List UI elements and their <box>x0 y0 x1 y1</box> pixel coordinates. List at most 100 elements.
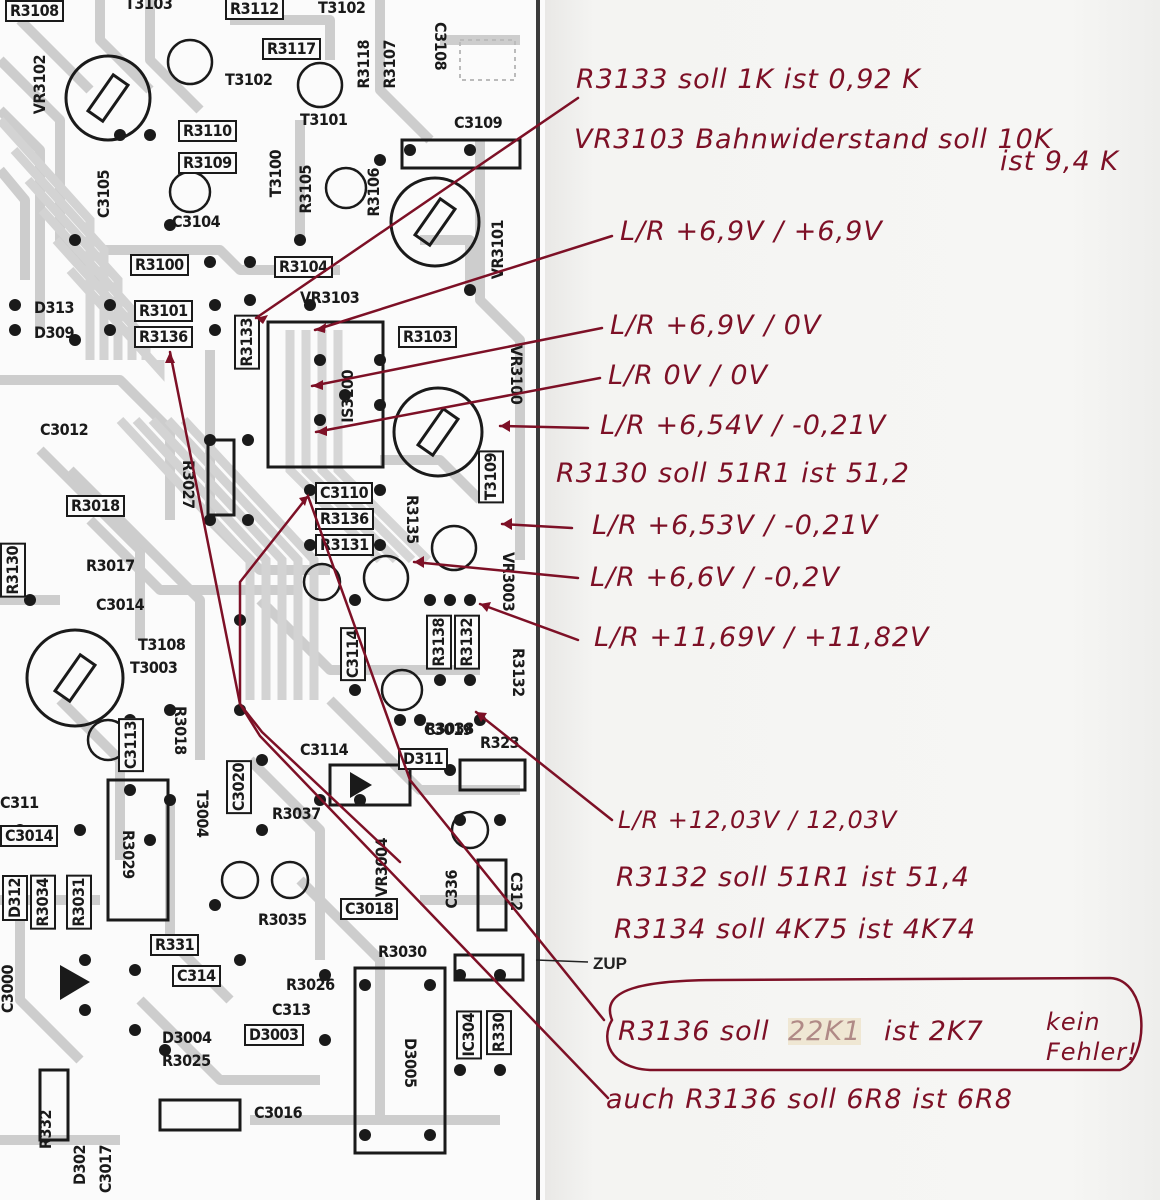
pad-0 <box>114 129 126 141</box>
pad-49 <box>209 899 221 911</box>
cap-c3016-outline <box>38 1068 70 1142</box>
pad-21 <box>304 484 316 496</box>
note-r3132: R3132 soll 51R1 ist 51,4 <box>616 862 970 893</box>
transistor-2 <box>168 170 212 214</box>
component-label: R3018 <box>66 495 125 517</box>
pad-72 <box>9 324 21 336</box>
component-label: R3031 <box>66 875 92 930</box>
bus-a-5 <box>66 266 165 382</box>
component-label: R3037 <box>272 804 321 823</box>
pad-76 <box>209 324 221 336</box>
pad-4 <box>244 256 256 268</box>
diode-d3002-symbol <box>60 965 90 1000</box>
component-label: R332 <box>36 1110 55 1150</box>
component-label: R3136 <box>315 508 374 530</box>
note-measure-1: L/R +6,9V / +6,9V <box>620 216 883 247</box>
bus-a-0 <box>0 116 95 360</box>
component-label: C3017 <box>96 1145 115 1194</box>
pad-38 <box>494 814 506 826</box>
component-label: C3018 <box>340 898 399 920</box>
component-label: R3018 <box>171 706 190 755</box>
trimmer-vr3100-slot <box>415 406 461 458</box>
pad-50 <box>234 954 246 966</box>
component-label: R331 <box>150 934 200 956</box>
component-label: R3104 <box>274 256 333 278</box>
pad-48 <box>144 834 156 846</box>
pad-74 <box>104 324 116 336</box>
pad-29 <box>464 674 476 686</box>
pad-63 <box>129 964 141 976</box>
pad-71 <box>9 299 21 311</box>
pad-3 <box>204 256 216 268</box>
note-vr3103: VR3103 Bahnwiderstand soll 10K <box>574 124 1053 155</box>
note-measure-3: L/R 0V / 0V <box>608 360 769 391</box>
component-label: D313 <box>34 298 75 317</box>
pad-33 <box>349 684 361 696</box>
trimmer-vr3102 <box>64 54 152 142</box>
component-label: VR3003 <box>499 552 518 612</box>
trace-29 <box>95 0 154 94</box>
component-label: C3104 <box>172 212 221 231</box>
transistor-3 <box>324 166 368 210</box>
component-label: R3017 <box>86 556 135 575</box>
pad-14 <box>314 414 326 426</box>
component-label: IS3100 <box>338 370 357 423</box>
trimmer-vr3003-slot <box>52 652 98 704</box>
pad-2 <box>164 219 176 231</box>
trace-10 <box>36 446 145 640</box>
component-label: VR3100 <box>507 345 526 405</box>
pad-41 <box>164 704 176 716</box>
component-label: C3114 <box>340 627 366 682</box>
note-measure-8: L/R +12,03V / 12,03V <box>618 806 898 834</box>
component-label: C3114 <box>300 740 349 759</box>
mounting-mark <box>459 39 516 81</box>
pad-28 <box>434 674 446 686</box>
component-label: T3103 <box>125 0 173 13</box>
pad-39 <box>256 754 268 766</box>
pad-65 <box>159 1044 171 1056</box>
component-label: R323 <box>480 733 520 752</box>
pad-69 <box>69 234 81 246</box>
note-fehler: Fehler! <box>1046 1038 1138 1066</box>
pad-25 <box>424 594 436 606</box>
component-label: R3034 <box>30 875 56 930</box>
transistor-6 <box>430 524 478 572</box>
component-label: R3107 <box>380 40 399 89</box>
note-r3130: R3130 soll 51R1 ist 51,2 <box>556 458 910 489</box>
component-label: D311 <box>398 748 448 770</box>
trace-4 <box>145 0 204 114</box>
component-label: R3133 <box>234 315 260 370</box>
bus-a-1 <box>10 146 109 360</box>
component-label: T3102 <box>225 70 273 89</box>
pad-56 <box>424 1129 436 1141</box>
component-label: C336 <box>442 870 461 909</box>
component-label: T3108 <box>138 635 186 654</box>
component-label: R3026 <box>286 975 335 994</box>
pad-52 <box>319 1034 331 1046</box>
note-measure-4: L/R +6,54V / -0,21V <box>600 410 887 441</box>
note-r3136-ist: ist 2K7 <box>884 1016 984 1047</box>
pad-30 <box>234 614 246 626</box>
trace-3 <box>0 166 30 280</box>
pad-44 <box>124 784 136 796</box>
zup-label: ZUP <box>593 954 627 973</box>
cap-c3109-outline <box>400 138 522 170</box>
transistor-9 <box>220 860 260 900</box>
trimmer-vr3102-slot <box>85 72 131 124</box>
component-label: R3103 <box>398 326 457 348</box>
component-label: C3108 <box>431 22 450 71</box>
trace-1 <box>0 106 45 330</box>
component-label: R3035 <box>258 910 307 929</box>
component-label: T3003 <box>130 658 178 677</box>
component-label: C312 <box>507 872 526 911</box>
pad-55 <box>424 979 436 991</box>
note-measure-2: L/R +6,9V / 0V <box>610 310 822 341</box>
pad-61 <box>79 954 91 966</box>
component-label: R3108 <box>5 0 64 22</box>
component-label: T3004 <box>193 790 212 838</box>
pad-10 <box>464 284 476 296</box>
component-label: R3132 <box>454 615 480 670</box>
ic-ic304-outline <box>353 966 447 1155</box>
component-label: R3027 <box>179 460 198 509</box>
